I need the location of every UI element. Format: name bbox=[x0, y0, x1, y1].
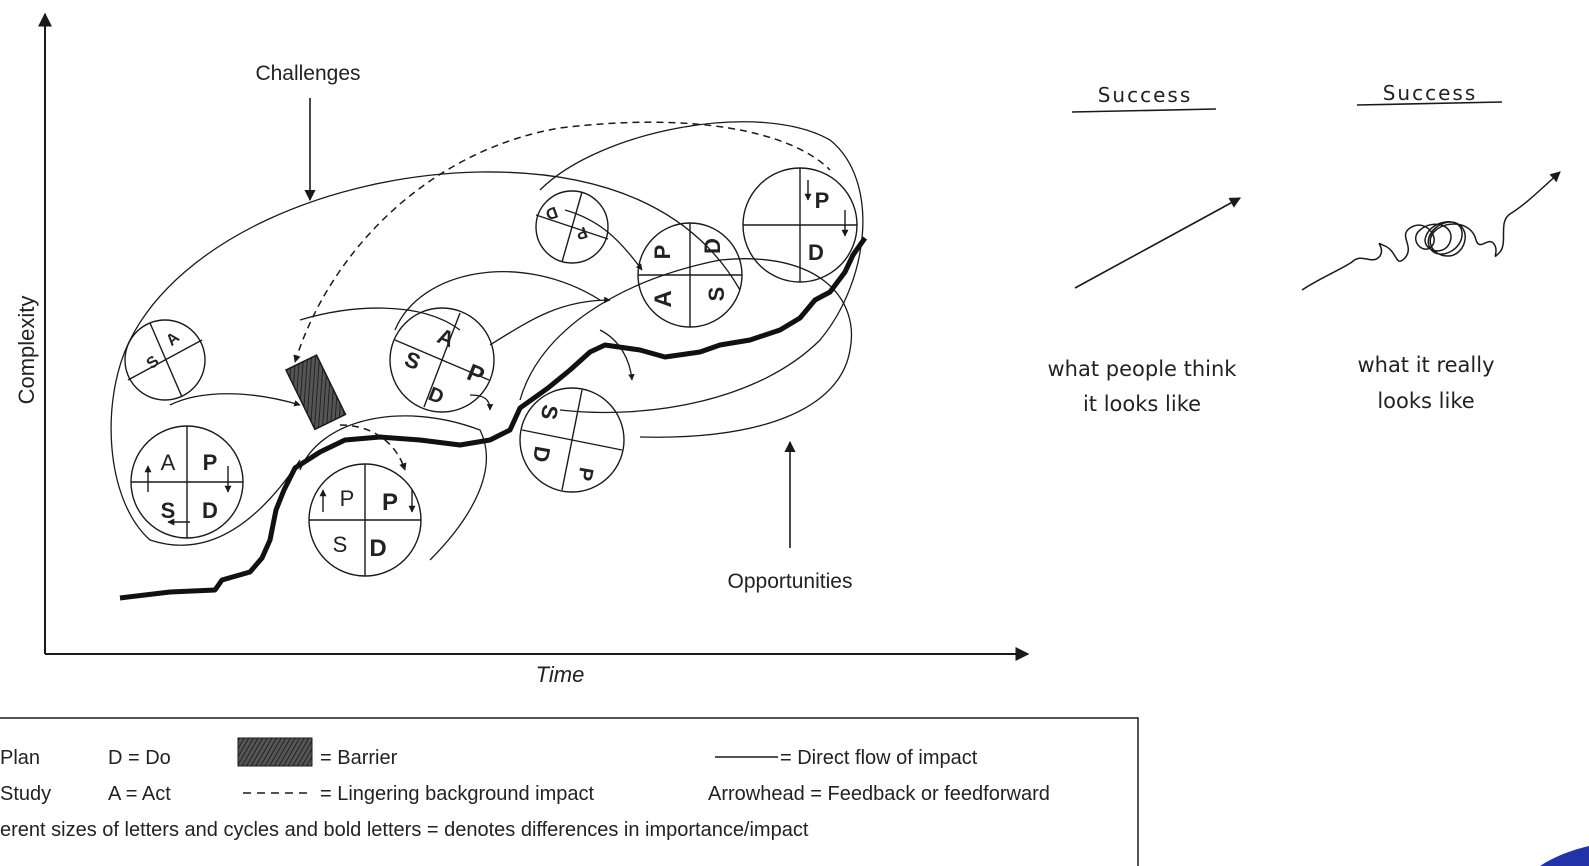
annotations: Challenges Opportunities bbox=[255, 62, 852, 593]
cycle-top-small: D P bbox=[535, 190, 609, 264]
cycle-large-left: A P S D bbox=[130, 425, 244, 539]
sketch-left-caption-2: it looks like bbox=[1083, 392, 1201, 416]
legend-barrier-swatch bbox=[237, 737, 313, 767]
legend-plan: Plan bbox=[0, 747, 40, 769]
cycle-letter: D bbox=[202, 498, 218, 523]
loop-right bbox=[519, 258, 852, 438]
sketch-left-title: Success bbox=[1098, 83, 1193, 107]
legend: Plan Study D = Do A = Act = Barrier = Li… bbox=[0, 717, 1139, 866]
cycle-letter: S bbox=[401, 346, 424, 375]
impact-loops bbox=[110, 121, 864, 561]
legend-direct: = Direct flow of impact bbox=[780, 747, 978, 769]
cycle-right-mid: S D P bbox=[519, 387, 625, 493]
cycle-letter: A bbox=[650, 290, 677, 307]
cycle-letter: S bbox=[536, 403, 563, 422]
straight-success-arrow bbox=[1074, 197, 1241, 289]
cycle-letter: S bbox=[704, 287, 729, 302]
cycle-letter: P bbox=[463, 359, 488, 390]
sketch-reality: Success what it really looks like bbox=[1301, 81, 1561, 413]
flow-center-top bbox=[489, 296, 611, 346]
cycle-letter: D bbox=[369, 535, 386, 562]
x-axis-label: Time bbox=[536, 662, 585, 687]
cycle-letter: S bbox=[333, 532, 348, 557]
cycle-letter: D bbox=[808, 240, 824, 265]
cycle-letter: D bbox=[425, 383, 447, 409]
loop-lower bbox=[299, 415, 487, 561]
progress-path bbox=[119, 236, 868, 601]
cycle-letter: P bbox=[815, 188, 830, 213]
cycle-letter: P bbox=[573, 223, 589, 243]
legend-study: Study bbox=[0, 783, 51, 805]
opportunities-label: Opportunities bbox=[728, 570, 853, 593]
sketch-right-title: Success bbox=[1383, 81, 1478, 105]
tangled-success-path bbox=[1301, 171, 1561, 291]
loop-top-right bbox=[539, 121, 864, 414]
cycle-letter: P bbox=[203, 450, 218, 475]
cycle-letter: A bbox=[163, 329, 183, 350]
cycle-letter: A bbox=[434, 323, 458, 352]
flow-top bbox=[564, 209, 643, 271]
loop-mid bbox=[394, 271, 601, 331]
legend-arrowhead: Arrowhead = Feedback or feedforward bbox=[708, 783, 1050, 805]
cycle-center-bottom: P P S D bbox=[308, 463, 422, 577]
legend-barrier: = Barrier bbox=[320, 747, 398, 769]
cycle-letter: P bbox=[650, 245, 675, 260]
axes: Complexity Time bbox=[14, 12, 1030, 687]
cycle-letter: P bbox=[573, 466, 597, 483]
loop-upper bbox=[129, 171, 741, 341]
cycle-letter: A bbox=[161, 450, 176, 475]
cycle-top-mid: P D A S bbox=[637, 222, 743, 328]
cycle-letter: D bbox=[528, 444, 555, 464]
cycle-letter: P bbox=[382, 489, 398, 516]
dashed-arc-top bbox=[293, 121, 831, 363]
cycle-letter: D bbox=[543, 203, 560, 223]
loop-center-inner bbox=[299, 307, 461, 331]
cycle-top-right: P D bbox=[742, 167, 858, 283]
challenges-label: Challenges bbox=[255, 62, 360, 85]
flow-right-down bbox=[599, 329, 635, 381]
cycle-center-mid: A P S D bbox=[389, 307, 495, 413]
pdsa-cycles: S A A P S D P P S D bbox=[124, 167, 858, 577]
legend-do: D = Do bbox=[108, 747, 171, 769]
success-sketch: Success what people think it looks like … bbox=[1048, 81, 1561, 416]
dashed-arc-low bbox=[339, 424, 407, 471]
legend-note: erent sizes of letters and cycles and bo… bbox=[0, 819, 809, 841]
sketch-right-caption-1: what it really bbox=[1357, 353, 1494, 377]
cycle-small-top-left: S A bbox=[124, 319, 206, 401]
loop-left bbox=[110, 339, 301, 546]
flow-mid-down bbox=[469, 394, 494, 411]
sketch-left-caption-1: what people think bbox=[1048, 357, 1238, 381]
corner-accent bbox=[1540, 846, 1589, 866]
y-axis-label: Complexity bbox=[14, 296, 39, 405]
legend-box bbox=[0, 717, 1139, 866]
legend-act: A = Act bbox=[108, 783, 171, 805]
sketch-right-caption-2: looks like bbox=[1377, 389, 1474, 413]
flow-to-barrier bbox=[169, 393, 301, 407]
cycle-letter: P bbox=[340, 486, 355, 511]
legend-lingering: = Lingering background impact bbox=[320, 783, 595, 805]
cycle-letter: D bbox=[700, 238, 725, 254]
cycle-letter: S bbox=[161, 498, 176, 523]
barrier bbox=[284, 354, 347, 431]
sketch-expected: Success what people think it looks like bbox=[1048, 83, 1241, 416]
